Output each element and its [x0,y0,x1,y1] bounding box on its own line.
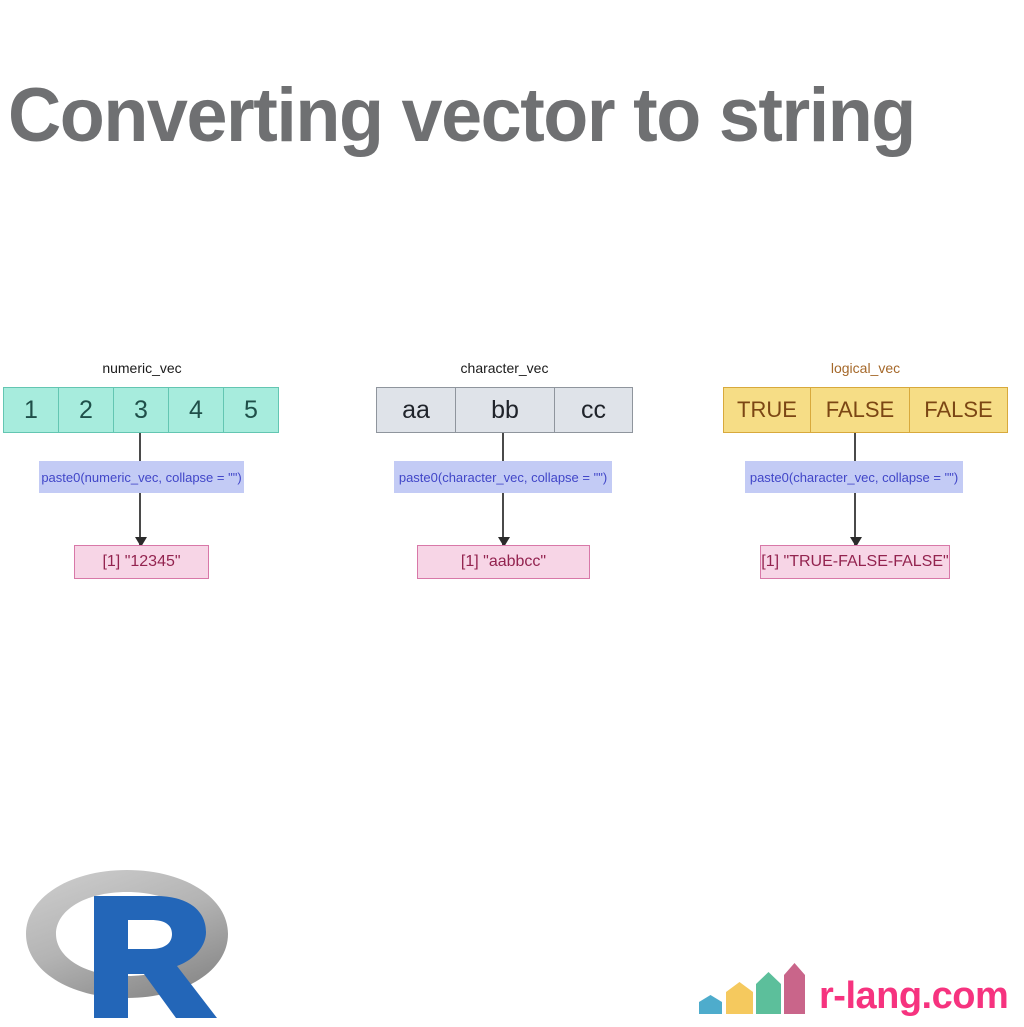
brand-bar-1 [699,995,722,1014]
brand-bar-3 [756,972,781,1014]
brand-bars-icon [697,962,805,1014]
brand-bar-2 [726,982,753,1014]
code-label-numeric: paste0(numeric_vec, collapse = "") [39,461,244,493]
result-box-character: [1] "aabbcc" [417,545,590,579]
vector-label-logical: logical_vec [830,360,901,376]
site-brand[interactable]: r-lang.com [697,958,1009,1018]
vector-cell: 3 [113,387,169,433]
vector-cell: FALSE [909,387,1008,433]
vector-label-character: character_vec [460,360,549,376]
vector-cell: 4 [168,387,224,433]
code-label-logical: paste0(character_vec, collapse = "") [745,461,963,493]
vector-cell: TRUE [723,387,811,433]
vector-cells-numeric: 1 2 3 4 5 [3,387,281,433]
vector-column-logical: logical_vec TRUE FALSE FALSE paste0(char… [723,355,1008,605]
vector-cell: aa [376,387,456,433]
code-label-character: paste0(character_vec, collapse = "") [394,461,612,493]
brand-text[interactable]: r-lang.com [819,975,1009,1017]
vector-cell: 1 [3,387,59,433]
vector-cell: FALSE [810,387,910,433]
r-logo-letter [94,896,217,1018]
vector-cell: 2 [58,387,114,433]
vector-column-numeric: numeric_vec 1 2 3 4 5 paste0(numeric_vec… [3,355,281,605]
brand-bar-4 [784,963,805,1014]
vector-cells-logical: TRUE FALSE FALSE [723,387,1008,433]
flow-arrowhead [135,537,147,547]
vector-column-character: character_vec aa bb cc paste0(character_… [376,355,633,605]
r-logo [20,862,235,1022]
vector-cell: bb [455,387,555,433]
vector-label-numeric: numeric_vec [102,360,182,376]
vector-cells-character: aa bb cc [376,387,633,433]
result-box-numeric: [1] "12345" [74,545,209,579]
result-box-logical: [1] "TRUE-FALSE-FALSE" [760,545,950,579]
diagram-area: numeric_vec 1 2 3 4 5 paste0(numeric_vec… [0,355,1024,605]
vector-cell: cc [554,387,633,433]
page-title: Converting vector to string [8,73,916,158]
flow-arrowhead [850,537,862,547]
vector-cell: 5 [223,387,279,433]
flow-arrowhead [498,537,510,547]
